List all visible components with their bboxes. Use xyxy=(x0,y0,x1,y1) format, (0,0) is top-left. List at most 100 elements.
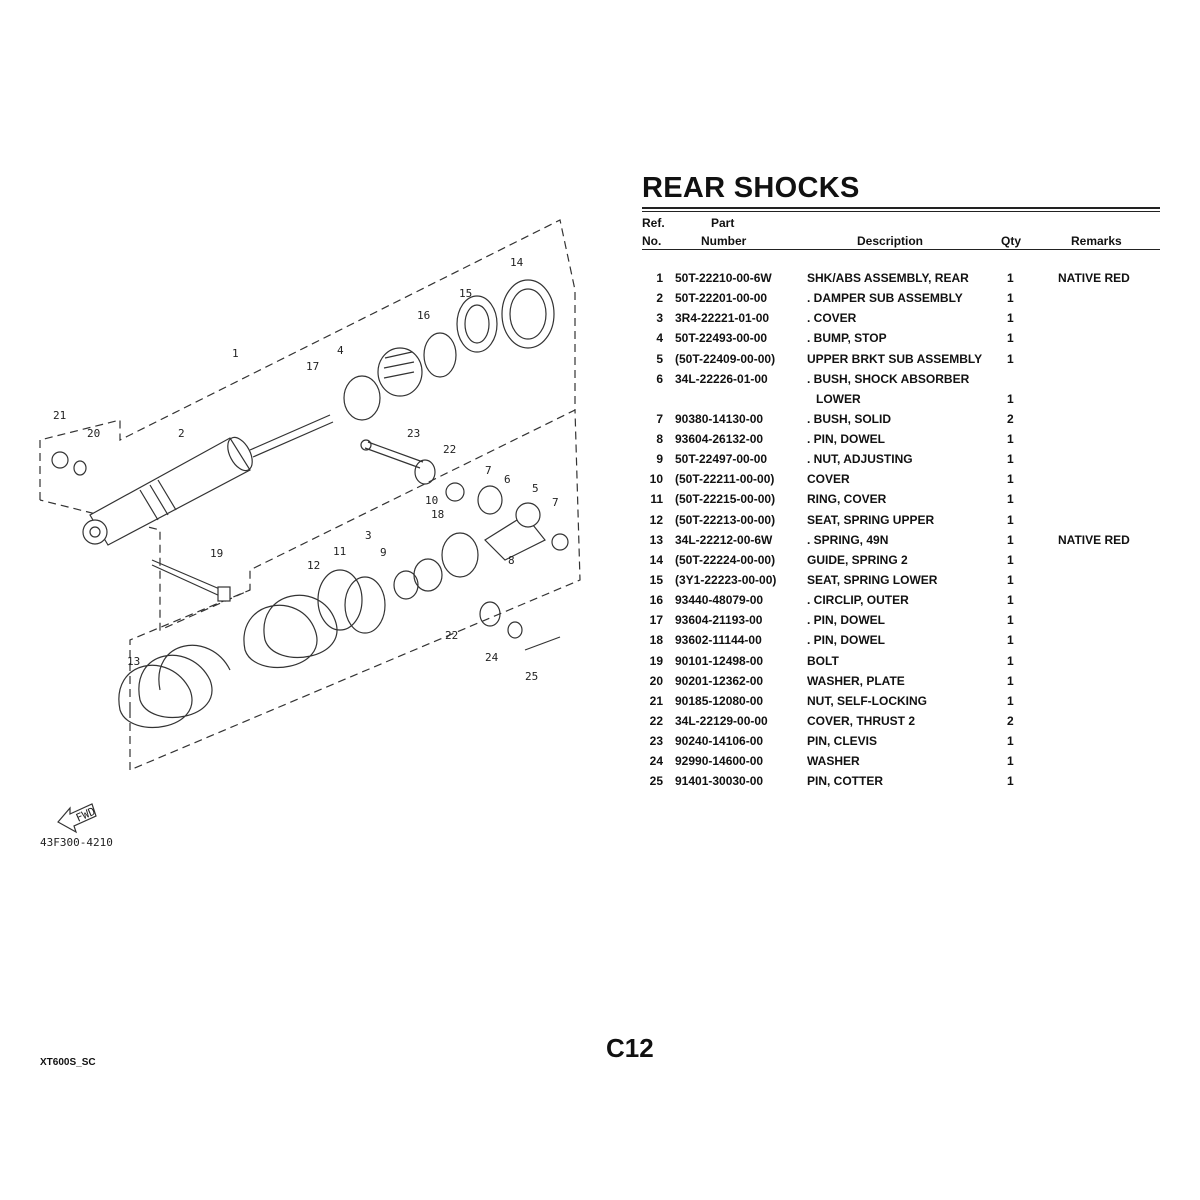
table-row: 25 91401-30030-00 PIN, COTTER 1 xyxy=(640,774,1160,792)
part-number: 34L-22212-00-6W xyxy=(675,532,773,547)
table-row: 6 34L-22226-01-00 . BUSH, SHOCK ABSORBER… xyxy=(640,371,1160,406)
ref-no: 21 xyxy=(649,693,663,708)
part-number: 93440-48079-00 xyxy=(675,593,764,608)
part-number: 50T-22210-00-6W xyxy=(675,271,772,285)
title-rule xyxy=(642,207,1160,209)
callout-23: 23 xyxy=(407,427,420,440)
part-number: 93604-26132-00 xyxy=(675,431,764,446)
seat-ring xyxy=(317,569,386,634)
diagram-code: 43F300-4210 xyxy=(40,836,113,849)
table-row: 24 92990-14600-00 WASHER 1 xyxy=(640,754,1160,772)
ref-no: 6 xyxy=(656,371,663,386)
part-number: (50T-22211-00-00) xyxy=(675,472,775,487)
callout-7: 7 xyxy=(485,464,492,477)
ref-no: 7 xyxy=(656,411,663,426)
callout-15: 15 xyxy=(459,287,472,300)
callout-10: 10 xyxy=(425,494,438,507)
col-remarks: Remarks xyxy=(1071,234,1122,248)
exploded-diagram: 1234567789101112131415161718192021222223… xyxy=(39,219,581,849)
clevis-pin xyxy=(360,439,436,485)
col-part-bottom: Number xyxy=(701,234,747,248)
spring xyxy=(118,644,231,729)
ref-no: 10 xyxy=(649,472,663,487)
quantity: 1 xyxy=(1007,472,1014,487)
quantity: 1 xyxy=(1007,673,1014,688)
page-number: C12 xyxy=(606,1033,654,1063)
table-row: 15 (3Y1-22223-00-00) SEAT, SPRING LOWER … xyxy=(640,573,1160,591)
ref-no: 13 xyxy=(649,532,663,547)
quantity: 1 xyxy=(1007,572,1014,587)
callout-6: 6 xyxy=(504,473,511,486)
callout-22: 22 xyxy=(445,629,458,642)
ref-no: 5 xyxy=(656,351,663,366)
callout-9: 9 xyxy=(380,546,387,559)
callout-20: 20 xyxy=(87,427,100,440)
spring-upper xyxy=(243,594,338,669)
callout-22: 22 xyxy=(443,443,456,456)
part-number: (50T-22213-00-00) xyxy=(675,512,776,527)
quantity: 2 xyxy=(1007,714,1014,728)
quantity: 1 xyxy=(1007,734,1014,749)
damper-body xyxy=(82,414,334,546)
part-number: 93604-21193-00 xyxy=(675,613,763,628)
part-number: 90240-14106-00 xyxy=(675,734,764,749)
table-row: 17 93604-21193-00 . PIN, DOWEL 1 xyxy=(640,613,1160,631)
table-row: 14 (50T-22224-00-00) GUIDE, SPRING 2 1 xyxy=(640,553,1160,571)
ref-no: 19 xyxy=(649,653,663,668)
table-row: 23 90240-14106-00 PIN, CLEVIS 1 xyxy=(640,734,1160,752)
quantity: 1 xyxy=(1007,391,1014,406)
quantity: 1 xyxy=(1007,593,1014,608)
table-row: 20 90201-12362-00 WASHER, PLATE 1 xyxy=(640,674,1160,692)
washer-nut xyxy=(51,451,87,476)
table-row: 21 90185-12080-00 NUT, SELF-LOCKING 1 xyxy=(640,694,1160,712)
col-part-top: Part xyxy=(711,216,735,230)
table-row: 9 50T-22497-00-00 . NUT, ADJUSTING 1 xyxy=(640,452,1160,470)
table-row: 12 (50T-22213-00-00) SEAT, SPRING UPPER … xyxy=(640,513,1160,531)
callout-11: 11 xyxy=(333,545,346,558)
ref-no: 24 xyxy=(649,754,663,769)
part-number: 90201-12362-00 xyxy=(675,673,764,688)
part-number: 34L-22129-00-00 xyxy=(675,714,768,728)
col-qty: Qty xyxy=(1001,234,1022,248)
table-row: 11 (50T-22215-00-00) RING, COVER 1 xyxy=(640,492,1160,510)
table-row: 16 93440-48079-00 . CIRCLIP, OUTER 1 xyxy=(640,593,1160,611)
part-number: (50T-22224-00-00) xyxy=(675,552,776,567)
ref-no: 4 xyxy=(656,331,663,346)
col-description: Description xyxy=(857,234,924,248)
part-number: 50T-22497-00-00 xyxy=(675,452,768,467)
bush xyxy=(445,482,569,551)
part-number: (50T-22215-00-00) xyxy=(675,492,776,507)
part-number: 91401-30030-00 xyxy=(675,774,764,789)
callout-21: 21 xyxy=(53,409,66,422)
table-row: 18 93602-11144-00 . PIN, DOWEL 1 xyxy=(640,633,1160,651)
quantity: 1 xyxy=(1007,512,1014,527)
callout-4: 4 xyxy=(337,344,344,357)
assembly-outline xyxy=(39,219,576,631)
quantity: 1 xyxy=(1007,452,1014,467)
header-rule xyxy=(642,249,1160,250)
quantity: 1 xyxy=(1007,633,1014,648)
ref-no: 23 xyxy=(649,734,663,749)
part-number: 50T-22201-00-00 xyxy=(675,291,768,306)
table-row: 13 34L-22212-00-6W . SPRING, 49N 1 NATIV… xyxy=(640,533,1160,551)
adjuster-cup xyxy=(377,347,423,397)
callout-18: 18 xyxy=(431,508,444,521)
quantity: 1 xyxy=(1007,492,1014,507)
part-number: (3Y1-22223-00-00) xyxy=(675,572,777,587)
ref-no: 1 xyxy=(656,271,663,285)
quantity: 1 xyxy=(1007,774,1014,789)
table-row: 4 50T-22493-00-00 . BUMP, STOP 1 xyxy=(640,331,1160,349)
callout-labels: 1234567789101112131415161718192021222223… xyxy=(53,256,559,683)
col-ref-bottom: No. xyxy=(642,234,662,248)
table-row: 1 50T-22210-00-6W SHK/ABS ASSEMBLY, REAR… xyxy=(640,271,1160,289)
bolt xyxy=(151,559,231,602)
table-row: 8 93604-26132-00 . PIN, DOWEL 1 xyxy=(640,432,1160,450)
col-ref-top: Ref. xyxy=(642,216,665,230)
quantity: 1 xyxy=(1007,271,1014,285)
quantity: 1 xyxy=(1007,532,1014,547)
ref-no: 16 xyxy=(649,593,663,608)
ref-no: 14 xyxy=(649,552,663,567)
quantity: 1 xyxy=(1007,552,1014,567)
quantity: 1 xyxy=(1007,311,1014,326)
callout-14: 14 xyxy=(510,256,524,269)
